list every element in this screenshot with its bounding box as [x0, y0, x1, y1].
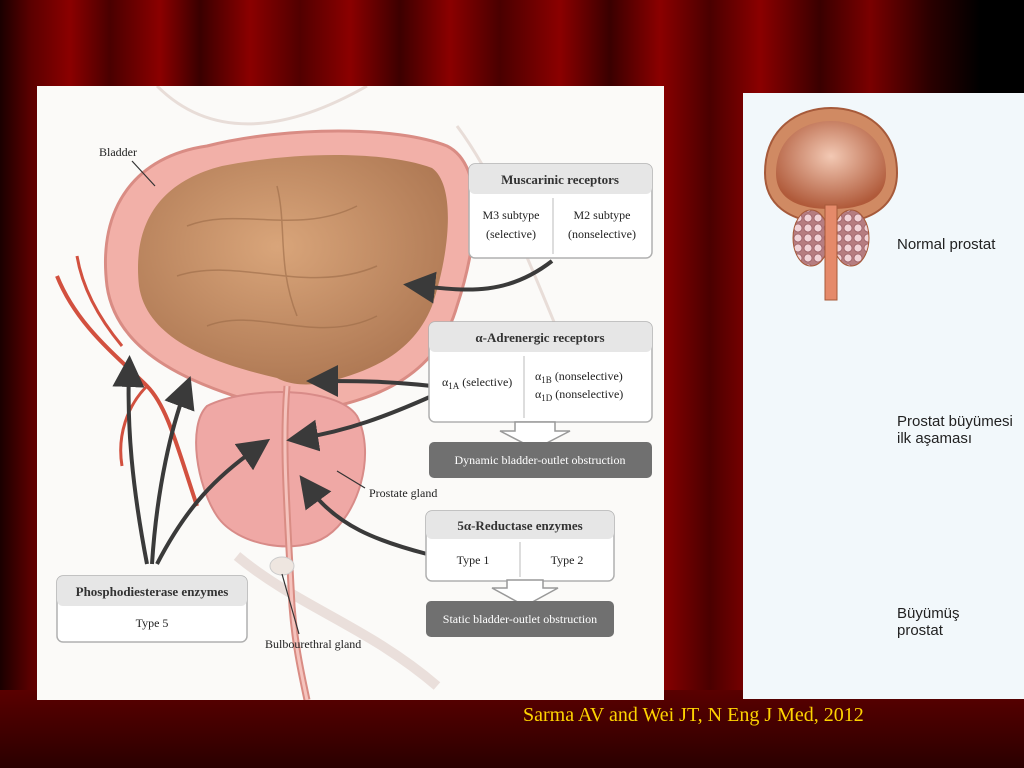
reductase-title: 5α-Reductase enzymes [457, 518, 582, 533]
dynamic-obstruction-label: Dynamic bladder-outlet obstruction [454, 453, 625, 467]
normal-prostate-illustration [763, 106, 899, 301]
down-arrow-icon [499, 421, 571, 450]
normal-prostate-label: Normal prostat [897, 236, 996, 253]
adrenergic-title: α-Adrenergic receptors [475, 330, 604, 345]
type-2-label: Type 2 [551, 553, 584, 567]
enlarged-prostate-label-2: prostat [897, 622, 943, 639]
pde-title: Phosphodiesterase enzymes [76, 584, 229, 599]
curtain-background [0, 690, 1024, 768]
m2-nonselective-label: (nonselective) [568, 227, 636, 241]
early-enlargement-label-1: Prostat büyümesi [897, 413, 1013, 430]
prostate-stages-figure: Normal prostat Prostat büyümesi ilk aşam… [743, 93, 1024, 699]
adrenergic-receptors-box: α-Adrenergic receptors α1A (selective) α… [428, 321, 653, 423]
m3-subtype-label: M3 subtype [483, 208, 540, 222]
type-5-label: Type 5 [136, 616, 169, 630]
bladder [104, 129, 476, 415]
prostate-gland-label: Prostate gland [369, 486, 437, 500]
dynamic-obstruction-box: Dynamic bladder-outlet obstruction [429, 442, 652, 478]
alpha-1b-label: α1B (nonselective) [535, 369, 623, 385]
muscarinic-receptors-box: Muscarinic receptors M3 subtype (selecti… [468, 163, 653, 259]
enlarged-prostate-label-1: Büyümüş [897, 605, 960, 622]
bladder-prostate-diagram: Bladder Prostate gland Bulbourethral gla… [55, 86, 653, 700]
type-1-label: Type 1 [457, 553, 490, 567]
m2-subtype-label: M2 subtype [574, 208, 631, 222]
bulbourethral-gland-shape [269, 556, 295, 576]
reductase-enzymes-box: 5α-Reductase enzymes Type 1 Type 2 [425, 510, 615, 582]
m3-selective-label: (selective) [486, 227, 536, 241]
arrows [112, 259, 554, 565]
static-obstruction-label: Static bladder-outlet obstruction [443, 612, 597, 626]
blood-vessels [55, 255, 199, 507]
phosphodiesterase-box: Phosphodiesterase enzymes Type 5 [56, 575, 248, 643]
down-arrow-icon [491, 579, 559, 607]
alpha-1a-label: α1A (selective) [442, 375, 512, 391]
alpha-1d-label: α1D (nonselective) [535, 387, 623, 403]
prostate-stages-diagram [763, 106, 899, 301]
static-obstruction-box: Static bladder-outlet obstruction [426, 601, 614, 637]
early-enlargement-label-2: ilk aşaması [897, 430, 973, 447]
bladder-label: Bladder [99, 145, 137, 159]
muscarinic-title: Muscarinic receptors [501, 172, 619, 187]
citation: Sarma AV and Wei JT, N Eng J Med, 2012 [523, 704, 864, 726]
prostate [195, 385, 366, 700]
bladder-prostate-figure: Bladder Prostate gland Bulbourethral gla… [37, 86, 664, 700]
bulbourethral-gland-label: Bulbourethral gland [265, 637, 361, 651]
